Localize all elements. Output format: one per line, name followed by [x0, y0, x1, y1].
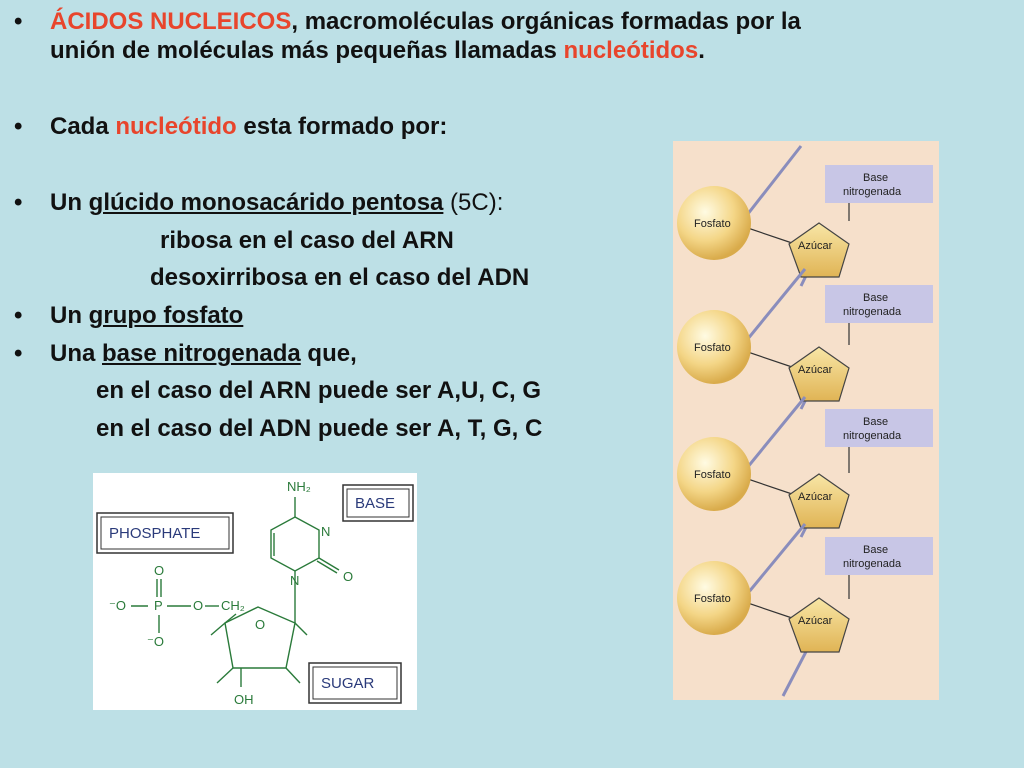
bullet: •: [14, 189, 23, 216]
phosphate-box: PHOSPHATE: [96, 512, 234, 554]
phosphate-ball: [677, 437, 751, 511]
nucleotide-chain-diagram: Fosfato Azúcar Base nitrogenada Fosfato …: [673, 141, 939, 700]
svg-text:Fosfato: Fosfato: [694, 469, 731, 481]
sugar-label: Azúcar: [798, 240, 833, 252]
bullet: •: [14, 302, 23, 329]
phosphate-label: Fosfato: [694, 218, 731, 230]
base-box: [825, 165, 933, 203]
svg-text:nitrogenada: nitrogenada: [843, 430, 902, 442]
svg-text:Azúcar: Azúcar: [798, 615, 833, 627]
svg-text:nitrogenada: nitrogenada: [843, 306, 902, 318]
nucleotide-structure-diagram: NH₂ N N O P O ⁻O ⁻O O CH₂ O OH PHOSPHATE…: [93, 473, 417, 710]
sugar-pentagon: [788, 597, 850, 653]
svg-text:Fosfato: Fosfato: [694, 342, 731, 354]
svg-text:Base: Base: [863, 416, 888, 428]
svg-text:nitrogenada: nitrogenada: [843, 186, 902, 198]
bullet: •: [14, 340, 23, 367]
atom-n1: N: [321, 524, 330, 539]
svg-text:PHOSPHATE: PHOSPHATE: [109, 525, 200, 542]
svg-text:Base: Base: [863, 292, 888, 304]
base-label-box: BASE: [342, 484, 414, 522]
bullet: •: [14, 113, 23, 140]
chain-unit-2: Fosfato Azúcar Base nitrogenada: [677, 268, 933, 410]
atom-p: P: [154, 598, 163, 613]
atom-o-bottom: ⁻O: [147, 634, 164, 649]
svg-text:Azúcar: Azúcar: [798, 364, 833, 376]
phosphate-ball: [677, 310, 751, 384]
svg-text:Fosfato: Fosfato: [694, 593, 731, 605]
sugar-label-box: SUGAR: [308, 662, 402, 704]
phosphate-ball: [677, 186, 751, 260]
sugar-pentagon: [788, 346, 850, 402]
svg-text:nitrogenada: nitrogenada: [843, 558, 902, 570]
base-box: [825, 285, 933, 323]
atom-o-bridge: O: [193, 598, 203, 613]
svg-text:Base: Base: [863, 172, 888, 184]
atom-o-top: O: [154, 563, 164, 578]
svg-text:BASE: BASE: [355, 495, 395, 512]
atom-oh: OH: [234, 692, 254, 707]
svg-text:SUGAR: SUGAR: [321, 675, 375, 692]
atom-nh2: NH₂: [287, 479, 311, 494]
atom-o-carbonyl: O: [343, 569, 353, 584]
chain-unit-3: Fosfato Azúcar Base nitrogenada: [677, 396, 933, 538]
svg-text:Azúcar: Azúcar: [798, 491, 833, 503]
bullet: •: [14, 8, 23, 35]
sugar-pentagon: [788, 222, 850, 278]
atom-o-ring: O: [255, 617, 265, 632]
atom-ch2: CH₂: [221, 598, 245, 613]
svg-text:Base: Base: [863, 544, 888, 556]
atom-o-left: ⁻O: [109, 598, 126, 613]
base-box: [825, 537, 933, 575]
sugar-pentagon: [788, 473, 850, 529]
phosphate-ball: [677, 561, 751, 635]
chain-unit-4: Fosfato Azúcar Base nitrogenada: [677, 523, 933, 697]
atom-n3: N: [290, 573, 299, 588]
base-box: [825, 409, 933, 447]
chain-unit-1: Fosfato Azúcar Base nitrogenada: [677, 145, 933, 287]
